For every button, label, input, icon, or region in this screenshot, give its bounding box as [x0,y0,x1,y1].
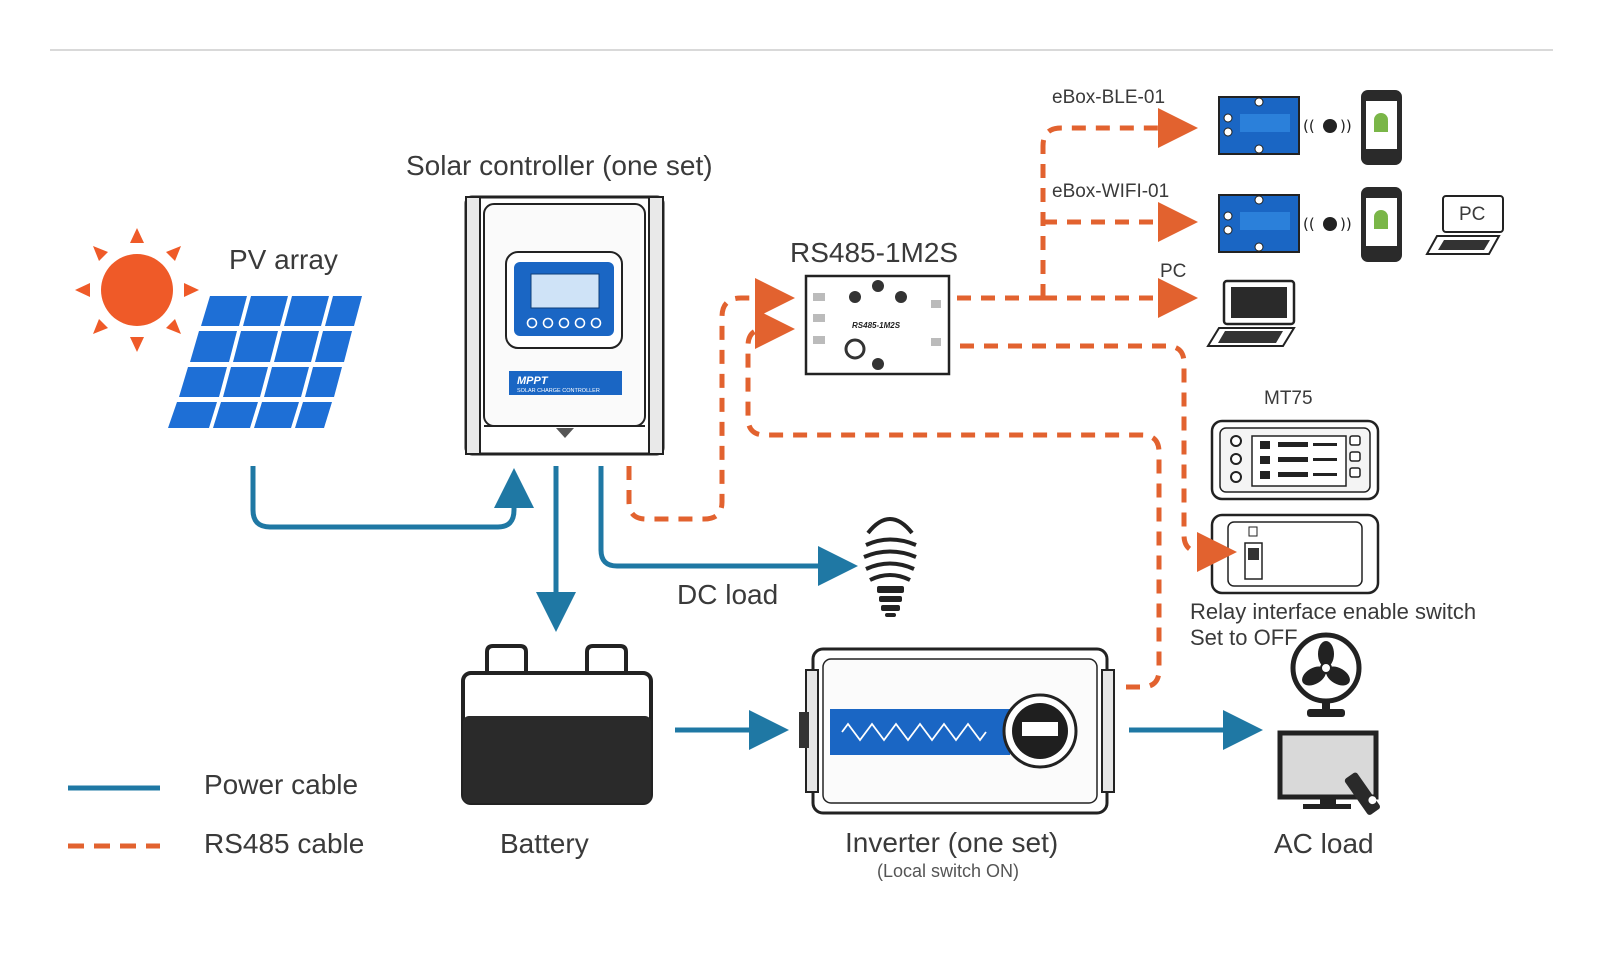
ebox-ble-device [1218,96,1300,155]
battery-label: Battery [500,828,589,859]
smartphone-icon [1361,187,1402,262]
pc-right-label: PC [1459,204,1486,225]
legend-rs485-cable-label: RS485 cable [204,828,365,859]
mt75-rear-panel [1210,513,1380,595]
legend-power-cable-label: Power cable [204,769,359,800]
controller-badge-title: MPPT [517,375,549,387]
svg-text:((: (( [1303,117,1315,135]
ac-load-label: AC load [1274,828,1374,859]
wifi-icon: (( )) [1303,215,1352,233]
solar-controller-device: MPPT SOLAR CHARGE CONTROLLER [464,195,665,456]
rs485-cables [626,108,1237,690]
power-cables [250,466,1263,750]
relay-switch-setting: Set to OFF [1190,625,1298,650]
laptop-icon [1425,195,1504,255]
ebox-wifi-device [1218,194,1300,253]
laptop-icon [1206,279,1296,347]
inverter-device [799,647,1115,815]
rs485-1m2s-label: RS485-1M2S [790,237,959,268]
sun-icon [75,228,199,352]
solar-panel-icon [168,296,362,428]
solar-controller-label: Solar controller (one set) [406,150,713,181]
mt75-label: MT75 [1264,388,1313,409]
pc-lower-label: PC [1160,261,1187,282]
rs485-1m2s-device: RS485-1M2S [804,274,951,376]
fan-icon [1290,632,1362,717]
pv-array-label: PV array [229,244,338,275]
controller-badge-subtitle: SOLAR CHARGE CONTROLLER [517,388,600,394]
bluetooth-icon: (( )) [1303,117,1352,135]
relay-switch-label: Relay interface enable switch [1190,599,1477,624]
inverter-note: (Local switch ON) [877,861,1020,881]
smartphone-icon [1361,90,1402,165]
battery-icon [461,644,653,805]
inverter-label: Inverter (one set) [845,827,1059,858]
ebox-wifi-label: eBox-WIFI-01 [1052,181,1170,202]
svg-text:)): )) [1340,215,1352,233]
mt75-display-device [1210,419,1380,501]
svg-text:((: (( [1303,215,1315,233]
dc-load-label: DC load [677,579,779,610]
remote-control-icon [1344,772,1380,815]
rs485-box-face-label: RS485-1M2S [852,321,901,330]
light-bulb-icon [863,517,917,617]
ebox-ble-label: eBox-BLE-01 [1052,87,1166,108]
svg-text:)): )) [1340,117,1352,135]
legend [68,785,160,849]
